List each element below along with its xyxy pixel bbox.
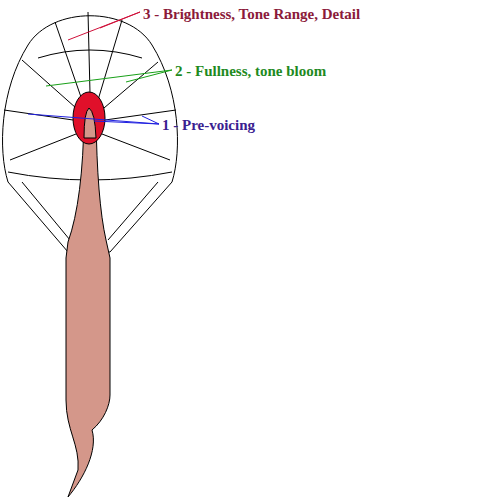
callout-label: 1 - Pre-voicing [162, 117, 255, 134]
leader-line [68, 12, 140, 40]
handle-tip [84, 108, 96, 138]
leader-line [28, 114, 159, 124]
callout-label: 3 - Brightness, Tone Range, Detail [143, 6, 360, 23]
radial-line [4, 12, 176, 160]
leader-line [46, 70, 172, 86]
callout-label: 2 - Fullness, tone bloom [175, 63, 326, 80]
handle [66, 116, 110, 497]
zone-boundary [38, 50, 142, 58]
